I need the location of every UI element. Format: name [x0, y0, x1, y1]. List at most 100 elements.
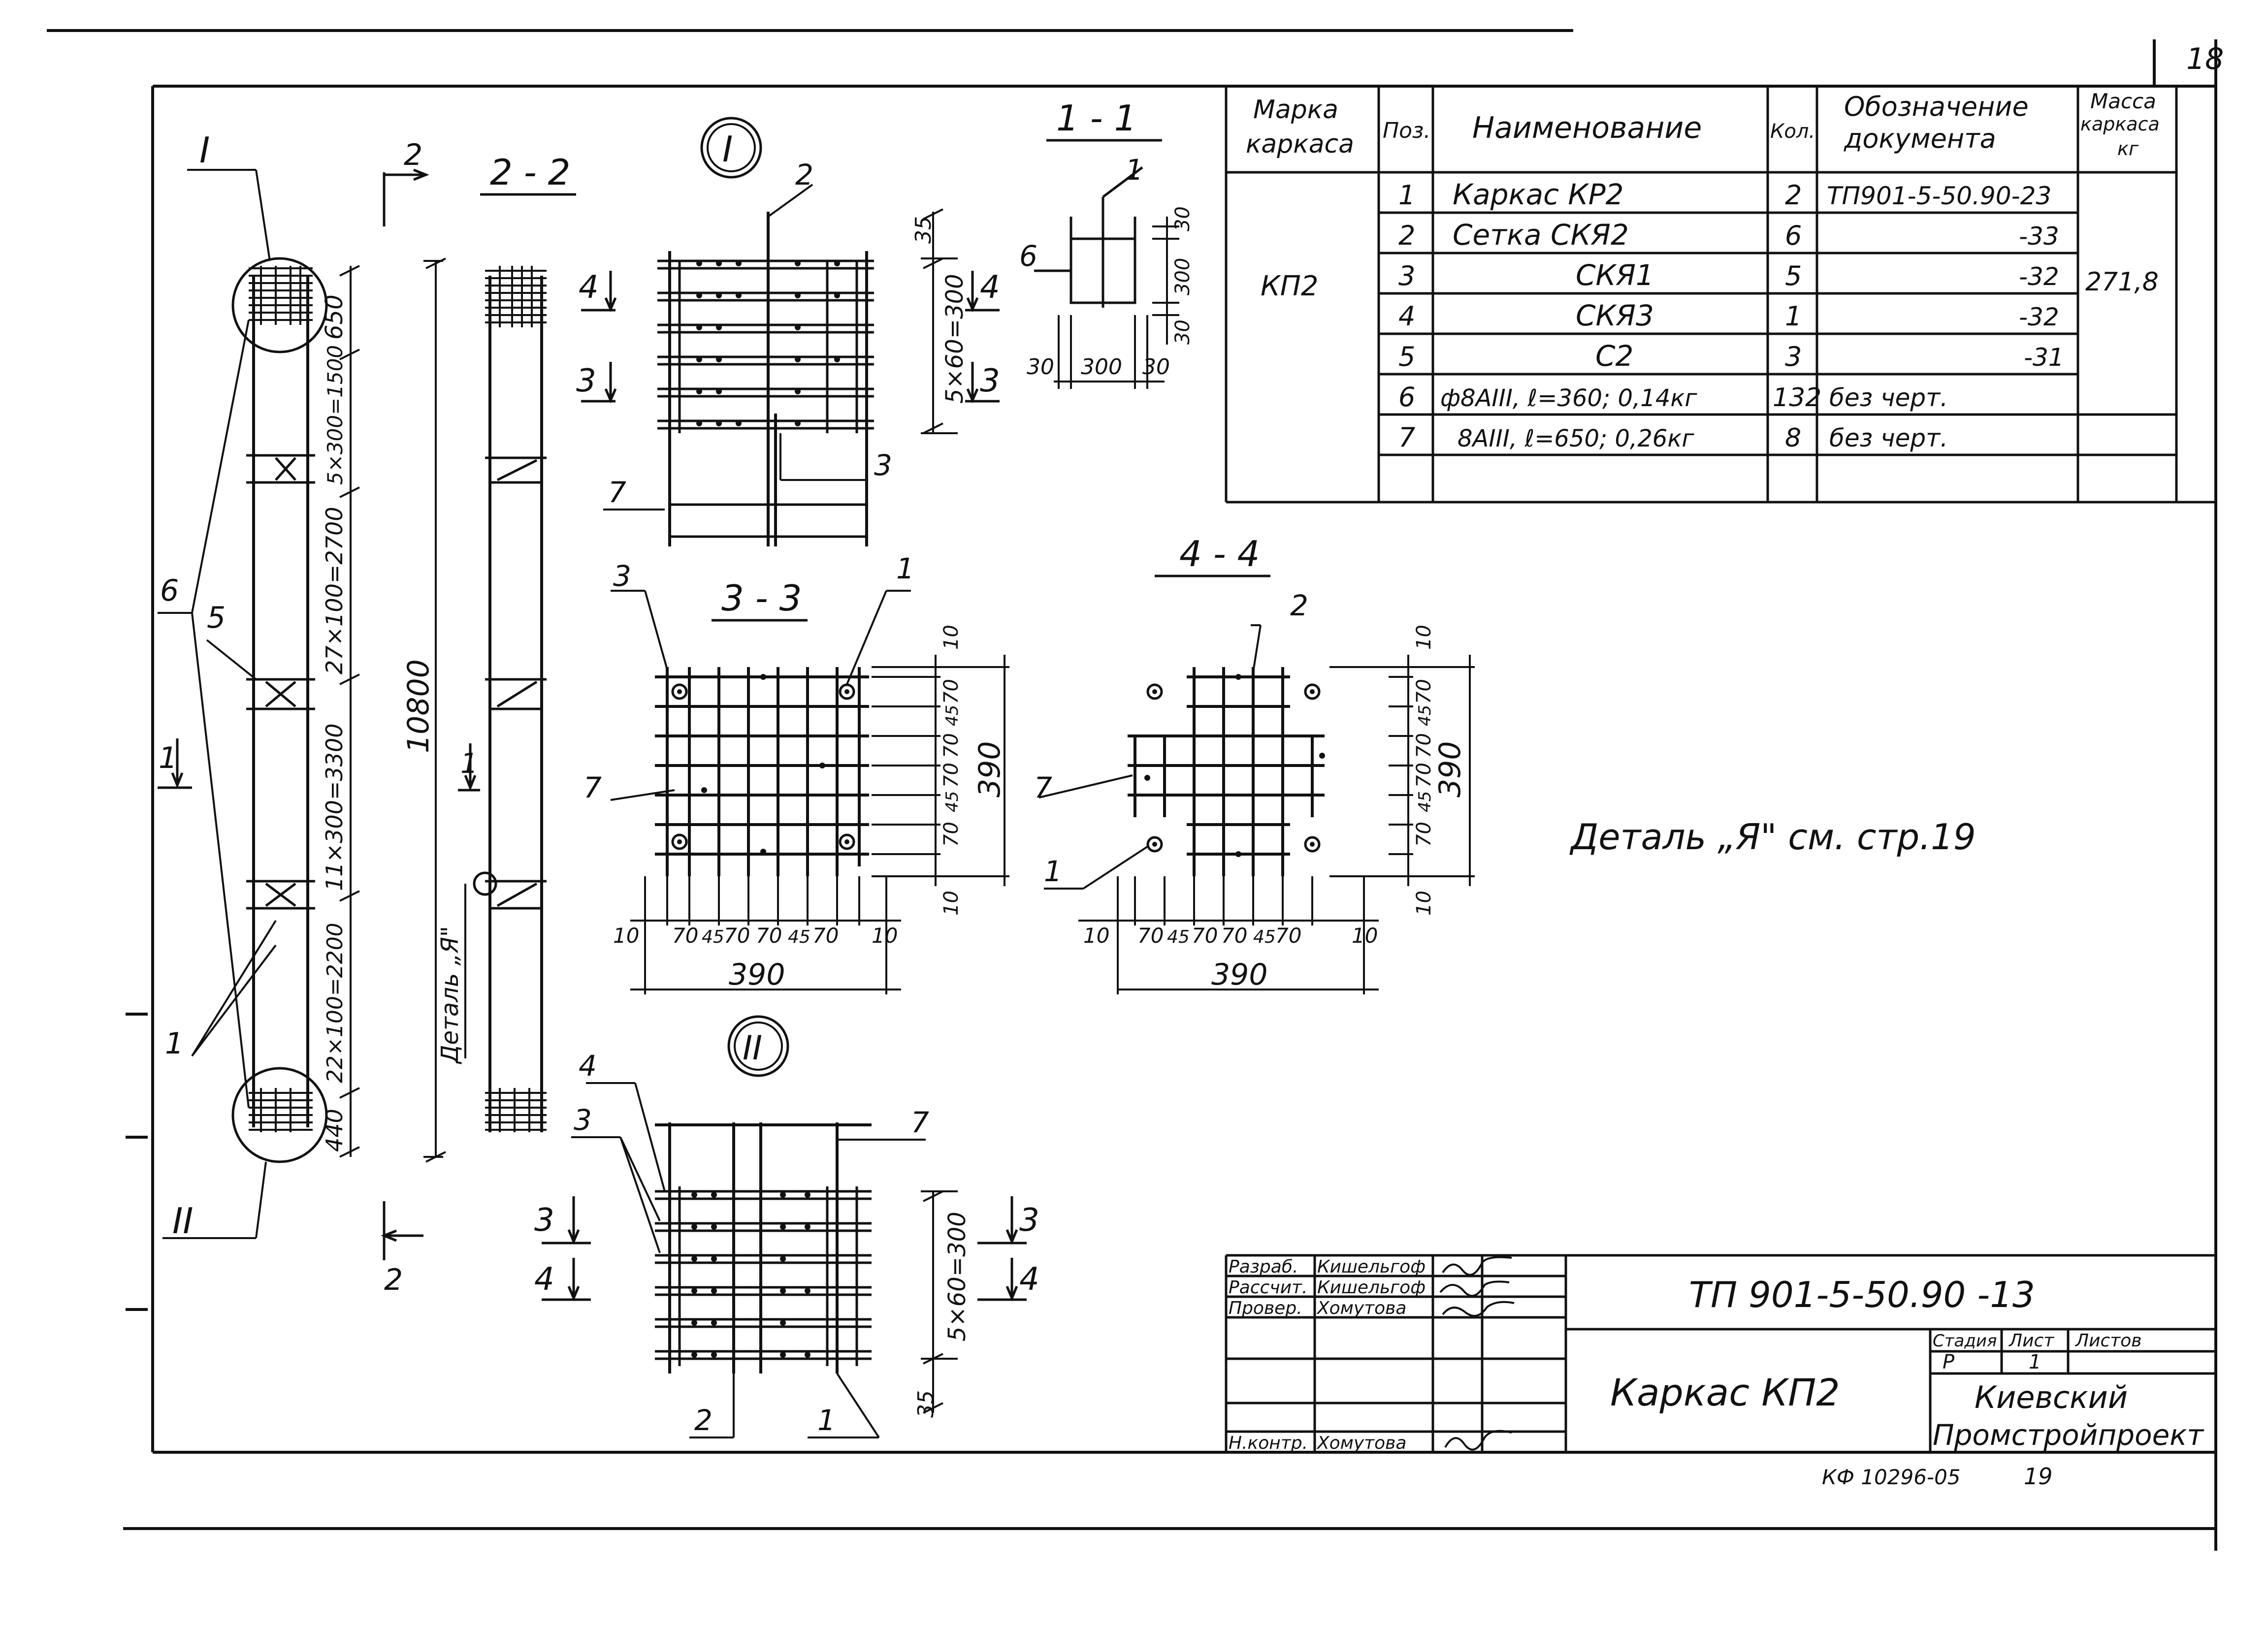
- section-3-3-callout-3: 3: [613, 559, 631, 593]
- tb-stage: Р: [1943, 1351, 1955, 1373]
- row-6-doc: без черт.: [1829, 383, 1948, 412]
- row-7-name: 8АIII, ℓ=650; 0,26кг: [1458, 425, 1694, 452]
- hdr-doc-2: документа: [1844, 123, 1996, 154]
- s44-dim-v-0: 10: [1413, 625, 1435, 650]
- signatures: [1439, 1256, 1515, 1451]
- section-4-4-grid: [1128, 667, 1325, 876]
- s44-dim-h-1: 70: [1137, 924, 1164, 948]
- elev-node-I-label: I: [199, 129, 210, 171]
- s44-dim-h-7: 10: [1352, 924, 1378, 948]
- row-5-pos: 5: [1398, 341, 1415, 372]
- hdr-mass-2: каркаса: [2080, 113, 2160, 135]
- row-3-name: СКЯ1: [1576, 258, 1654, 292]
- node-I-meshes: [657, 259, 874, 538]
- elev-cut-2-bottom: 2: [384, 1263, 403, 1297]
- elev-node-II-label: II: [172, 1200, 193, 1242]
- s33-dim-h-4: 70: [756, 924, 782, 948]
- spec-marka: КП2: [1261, 270, 1319, 302]
- node-II-callout-2: 2: [694, 1404, 713, 1437]
- s44-dim-v-4: 70: [1413, 763, 1435, 788]
- row-7-doc: без черт.: [1829, 424, 1948, 452]
- section-4-4-callout-2: 2: [1290, 589, 1308, 622]
- row-2-name: Сетка СКЯ2: [1453, 218, 1629, 252]
- detail-Ya-marker: [473, 871, 497, 896]
- node-I-callout-7: 7: [608, 476, 626, 509]
- node-II-cut-3-left: 3: [534, 1202, 554, 1239]
- row-7-pos: 7: [1398, 422, 1415, 453]
- tb-name: Каркас КП2: [1610, 1371, 1840, 1414]
- hdr-marka-1: Марка: [1253, 95, 1338, 125]
- hdr-mass-1: Масса: [2090, 89, 2156, 113]
- tb-name-6: Хомутова: [1316, 1433, 1406, 1453]
- row-6-pos: 6: [1398, 382, 1415, 413]
- section-1-1-dim-h3: 30: [1142, 354, 1170, 380]
- s33-dim-v-2: 45: [942, 705, 962, 726]
- node-II-circle: [231, 1067, 328, 1163]
- elevation-dim-chain: [339, 257, 446, 1163]
- tb-sheets-header: Листов: [2074, 1331, 2141, 1351]
- tb-name-1: Кишельгоф: [1317, 1257, 1426, 1277]
- node-II-dim-35: 35: [913, 1390, 939, 1418]
- tb-role-1: Разраб.: [1229, 1257, 1298, 1277]
- s33-dim-h-3: 70: [724, 924, 750, 948]
- elevation-top-mesh: [249, 266, 313, 325]
- tb-name-2: Кишельгоф: [1317, 1277, 1426, 1298]
- row-3-qty: 5: [1785, 260, 1802, 291]
- s44-dim-h-2: 45: [1167, 927, 1190, 947]
- spec-table: Марка каркаса Поз. Наименование Кол. Обо…: [1225, 86, 2216, 504]
- tb-sheet: 1: [2029, 1351, 2041, 1373]
- row-2-pos: 2: [1398, 220, 1415, 251]
- section-4-4-bars: [1144, 674, 1325, 857]
- s33-dim-v-0: 10: [940, 625, 963, 650]
- spec-mass: 271,8: [2085, 267, 2159, 297]
- elev-dim-650: 650: [321, 294, 348, 340]
- node-I-view: I: [576, 117, 1000, 546]
- row-4-qty: 1: [1785, 301, 1802, 332]
- row-4-pos: 4: [1398, 301, 1415, 332]
- tb-sheet-header: Лист: [2008, 1331, 2054, 1351]
- s33-dim-h-7: 10: [872, 924, 898, 948]
- tb-role-2: Рассчит.: [1229, 1277, 1307, 1298]
- elev-dim-2700: 27×100=2700: [321, 507, 348, 675]
- s44-dim-h-6: 70: [1275, 924, 1301, 948]
- section-1-1-callout-1: 1: [1125, 153, 1143, 187]
- row-1-pos: 1: [1398, 180, 1415, 211]
- s33-dim-v-1: 70: [940, 679, 963, 704]
- section-1-1-dim-h2: 300: [1081, 354, 1122, 380]
- tb-stage-header: Стадия: [1933, 1331, 1997, 1351]
- row-2-qty: 6: [1785, 220, 1802, 251]
- tb-org-1: Киевский: [1975, 1379, 2128, 1415]
- node-II-cut-4-right: 4: [1019, 1261, 1039, 1298]
- section-3-3-callout-1: 1: [896, 552, 914, 585]
- hdr-name: Наименование: [1472, 111, 1702, 145]
- elev-leader-1: 1: [165, 1026, 184, 1061]
- elevation-view: I II 6 5 1 1: [158, 129, 446, 1297]
- section-3-3: 3 - 3: [583, 552, 1009, 994]
- s44-dim-v-1: 70: [1413, 679, 1435, 704]
- s33-dim-h-6: 70: [812, 924, 839, 948]
- row-3-doc: -32: [2019, 262, 2059, 291]
- tb-role-3: Провер.: [1229, 1298, 1302, 1318]
- node-I-cut-4-right: 4: [980, 269, 1000, 306]
- s44-dim-h-0: 10: [1083, 924, 1109, 948]
- node-I-callout-3: 3: [874, 448, 892, 482]
- tb-name-3: Хомутова: [1316, 1298, 1406, 1318]
- s33-dim-h-2: 45: [702, 927, 724, 947]
- row-5-doc: -31: [2024, 343, 2064, 372]
- tb-code: ТП 901-5-50.90 -13: [1689, 1274, 2035, 1315]
- elev-leader-6: 6: [160, 574, 179, 608]
- title-block: Разраб. Кишельгоф Рассчит. Кишельгоф Про…: [1225, 1254, 2216, 1490]
- section-1-1-dim-v2: 300: [1171, 258, 1194, 295]
- section-3-3-callout-7: 7: [583, 771, 602, 804]
- node-II-view: II: [534, 1015, 1039, 1438]
- node-I-cut-4-left: 4: [579, 269, 599, 306]
- row-3-pos: 3: [1398, 260, 1415, 291]
- elevation-bottom-mesh: [249, 1088, 313, 1132]
- s33-dim-h-1: 70: [672, 924, 698, 948]
- row-5-qty: 3: [1785, 341, 1802, 372]
- row-1-qty: 2: [1785, 180, 1802, 211]
- s44-total-h: 390: [1211, 958, 1268, 992]
- section-3-3-grid: [655, 667, 869, 876]
- node-I-dim-35: 35: [911, 216, 936, 244]
- row-1-name: Каркас КР2: [1453, 178, 1624, 211]
